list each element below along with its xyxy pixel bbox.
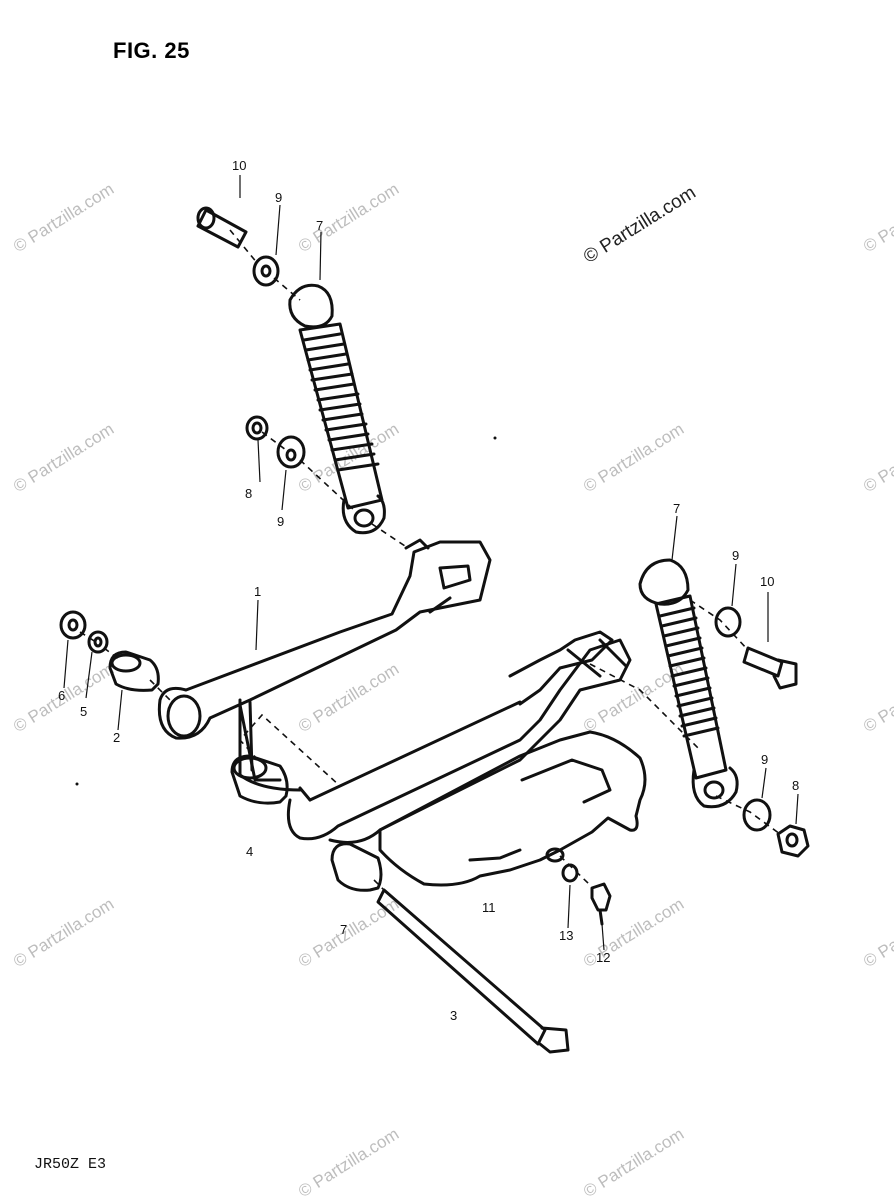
callout-numbers: 10 9 7 8 9 7 9 10 9 8 1 6 5 2 4 7 11 13 … — [58, 158, 799, 1023]
stray-marks — [75, 436, 497, 786]
callout-4: 4 — [246, 844, 253, 859]
bolt-part-10-right — [742, 646, 798, 690]
callout-8: 8 — [245, 486, 252, 501]
chain-case-part-11 — [378, 730, 647, 887]
callout-3: 3 — [450, 1008, 457, 1023]
screw-part-12 — [590, 882, 612, 926]
drawing-code: JR50Z E3 — [34, 1156, 107, 1173]
bolt-part-10 — [196, 206, 248, 249]
callout-12: 12 — [596, 950, 610, 965]
washer-part-5 — [87, 630, 109, 654]
callout-11: 11 — [482, 900, 496, 915]
callout-9: 9 — [732, 548, 739, 563]
callout-7: 7 — [316, 218, 323, 233]
nut-part-8-right — [776, 824, 810, 858]
shock-absorber-part-7 — [288, 283, 386, 535]
callout-5: 5 — [80, 704, 87, 719]
bushing-part-2 — [108, 650, 160, 692]
callout-6: 6 — [58, 688, 65, 703]
pivot-bolt-part-3 — [376, 888, 570, 1054]
callout-7: 7 — [340, 922, 347, 937]
figure-title: FIG. 25 — [113, 38, 190, 63]
washer-part-9-right-upper — [714, 606, 742, 638]
washer-part-9-right-lower — [742, 798, 772, 832]
callout-2: 2 — [113, 730, 120, 745]
callout-10: 10 — [760, 574, 774, 589]
nut-part-8-upper — [245, 415, 269, 441]
swing-arm-part-1 — [157, 538, 632, 844]
shock-absorber-part-7-right — [638, 558, 739, 809]
callout-9: 9 — [761, 752, 768, 767]
callout-13: 13 — [559, 928, 573, 943]
spacer-part-7-lower — [330, 842, 383, 892]
callout-10: 10 — [232, 158, 246, 173]
nut-part-6 — [59, 610, 87, 640]
callout-9: 9 — [275, 190, 282, 205]
callout-7: 7 — [673, 501, 680, 516]
bushing-part-4 — [230, 754, 289, 805]
callout-8: 8 — [792, 778, 799, 793]
washer-part-9 — [252, 255, 280, 287]
callout-1: 1 — [254, 584, 261, 599]
callout-9: 9 — [277, 514, 284, 529]
washer-part-13 — [561, 863, 579, 883]
washer-part-9-lower — [276, 435, 306, 469]
leader-lines — [63, 175, 799, 951]
assembly-lines — [79, 229, 781, 897]
